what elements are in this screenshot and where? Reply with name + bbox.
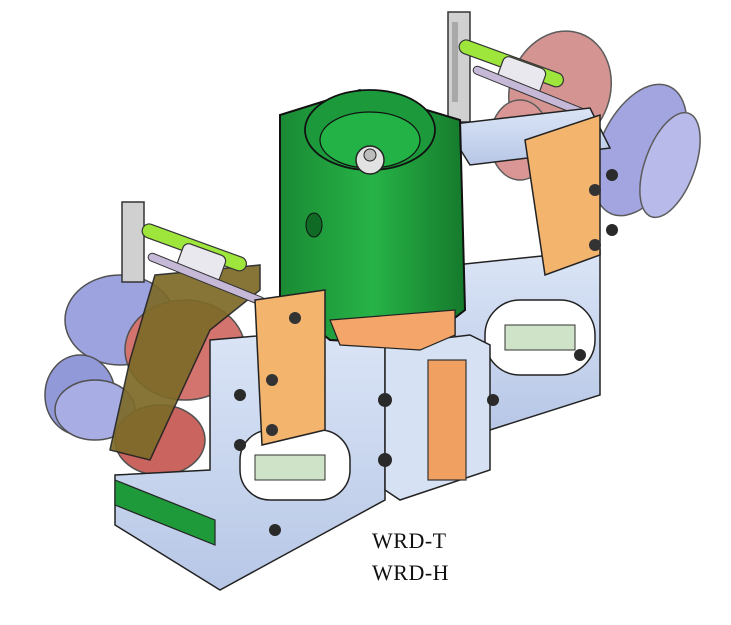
left-brown-bracket [109,264,261,461]
left-orange-bracket [254,289,326,446]
model-label-wrd-t: WRD-T [372,528,447,553]
model-label-wrd-h: WRD-H [372,560,450,585]
frame-center-column [384,334,491,501]
right-orange-bracket [524,113,601,277]
right-shaft [458,39,586,117]
frame-right-box [454,249,601,431]
motor [279,88,467,351]
right-post [447,11,471,123]
left-shaft [141,223,266,306]
frame-bolts [234,169,618,536]
left-post [121,201,145,283]
